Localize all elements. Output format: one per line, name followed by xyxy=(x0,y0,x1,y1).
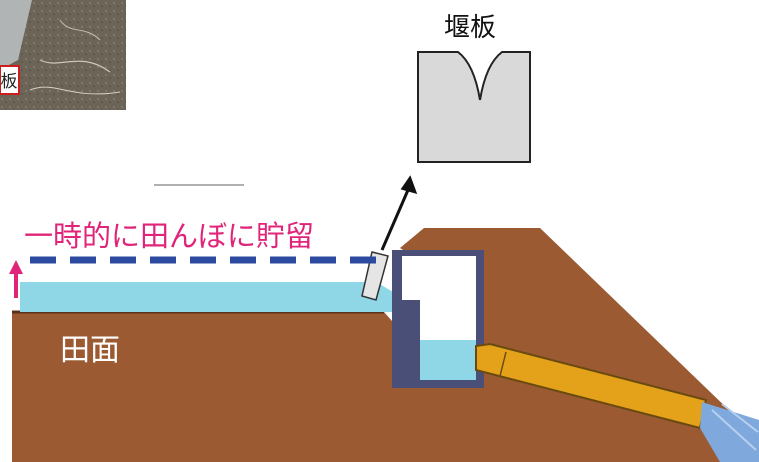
field-water xyxy=(20,282,412,312)
retention-annotation: 一時的に田んぼに貯留 xyxy=(24,219,314,253)
photo-label: 板 xyxy=(1,72,18,92)
field-label: 田面 xyxy=(60,333,120,368)
photo-thumbnail: 板 xyxy=(0,0,126,110)
weir-plate-label: 堰板 xyxy=(444,13,496,43)
outlet-box xyxy=(392,250,484,388)
rising-arrow xyxy=(9,260,23,298)
inset-pointer-arrow xyxy=(380,189,410,251)
weir-plate-inset: 堰板 xyxy=(417,13,531,163)
outflow-water xyxy=(700,402,759,462)
weir-plate-shape xyxy=(417,51,531,163)
weir-plate-installed xyxy=(361,251,389,301)
field-soil xyxy=(12,312,480,462)
